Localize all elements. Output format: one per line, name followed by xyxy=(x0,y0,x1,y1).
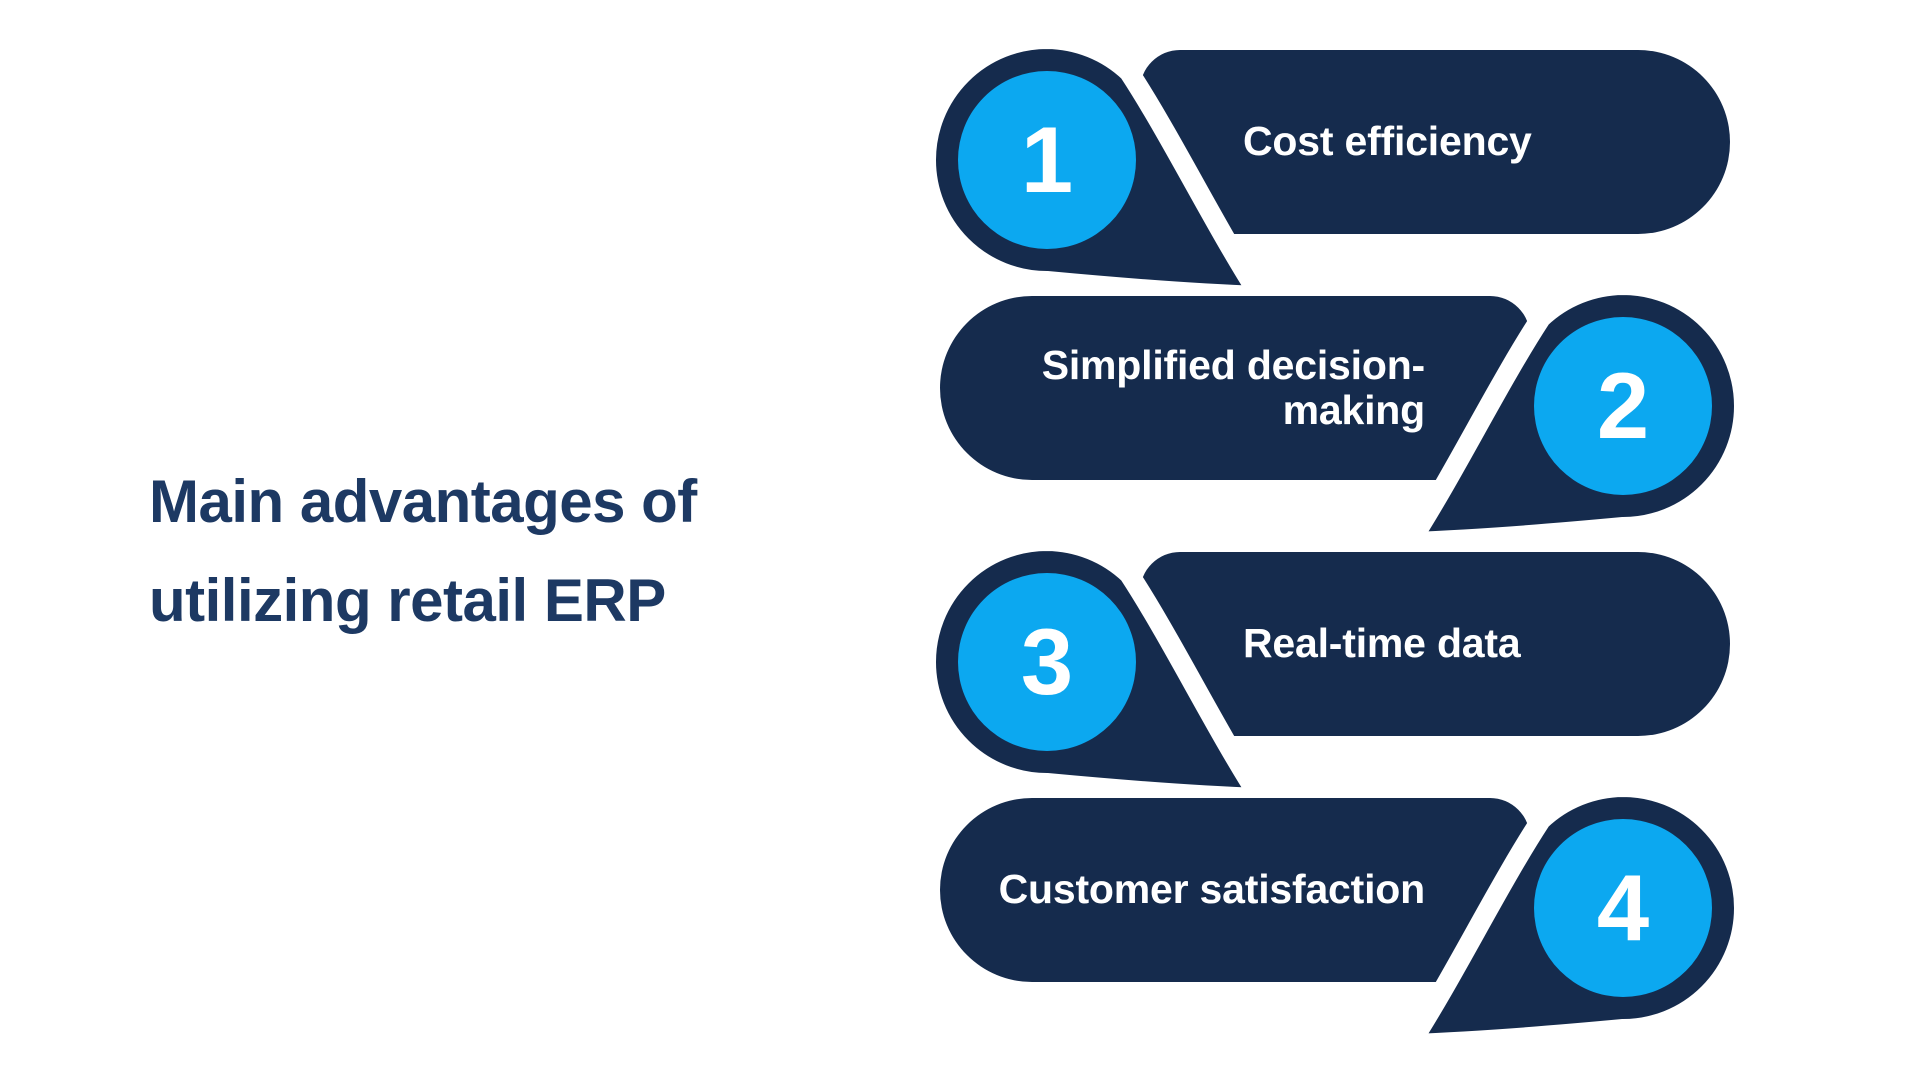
number-circle xyxy=(1534,819,1712,997)
advantage-item-2: 2 Simplified decision- making xyxy=(910,246,1740,556)
step-number-badge: 2 xyxy=(1596,353,1650,458)
advantage-item-4: 4 Customer satisfaction xyxy=(910,748,1740,1058)
title-line-1: Main advantages of xyxy=(149,468,697,535)
pill-bar xyxy=(1140,552,1730,736)
page-title: Main advantages of utilizing retail ERP xyxy=(149,452,697,650)
pill-teardrop-shape xyxy=(940,274,1740,553)
pill-bar xyxy=(1140,50,1730,234)
pill-teardrop-shape xyxy=(940,776,1740,1055)
title-line-2: utilizing retail ERP xyxy=(149,567,666,634)
pill-bar xyxy=(940,798,1530,982)
pill-teardrop-shape xyxy=(930,28,1730,307)
advantage-item-1: 1 Cost efficiency xyxy=(930,0,1760,310)
advantage-label: Simplified decision- making xyxy=(1041,341,1425,433)
advantage-item-3: 3 Real-time data xyxy=(930,502,1760,812)
step-number-badge: 1 xyxy=(1020,107,1074,212)
number-circle xyxy=(958,71,1136,249)
advantage-label: Cost efficiency xyxy=(1243,118,1532,165)
pill-bar xyxy=(940,296,1530,480)
number-circle xyxy=(1534,317,1712,495)
number-circle xyxy=(958,573,1136,751)
pill-teardrop-shape xyxy=(930,530,1730,809)
advantage-label: Real-time data xyxy=(1243,620,1521,667)
step-number-badge: 4 xyxy=(1596,855,1650,960)
advantage-label: Customer satisfaction xyxy=(998,866,1426,913)
step-number-badge: 3 xyxy=(1020,609,1074,714)
